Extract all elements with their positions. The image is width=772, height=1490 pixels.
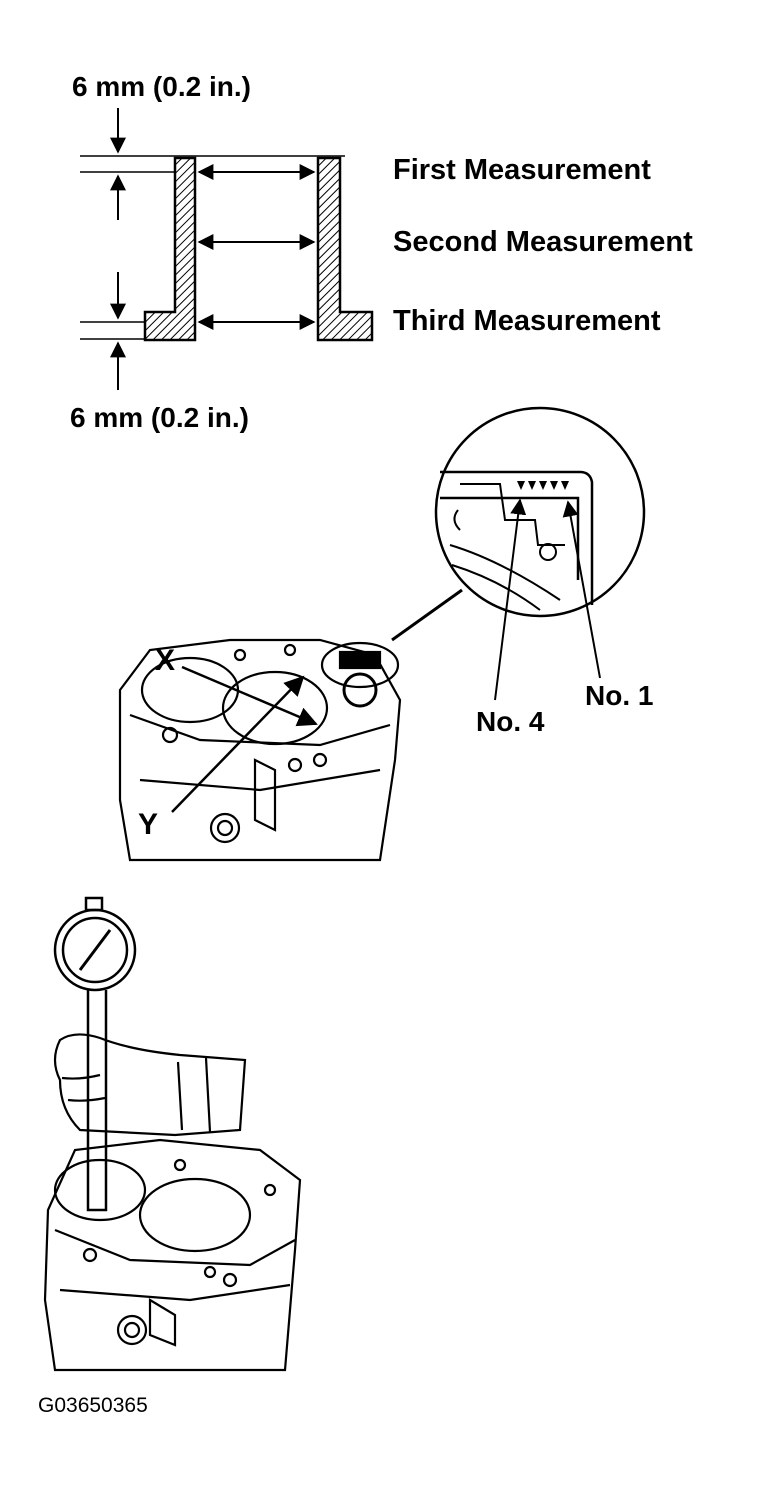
figure-code: G03650365: [38, 1394, 148, 1417]
third-measurement-label: Third Measurement: [393, 305, 661, 337]
hand: [53, 1033, 247, 1137]
top-offset-label: 6 mm (0.2 in.): [72, 71, 251, 102]
engine-block-bottom: [43, 1138, 302, 1372]
first-measurement-label: First Measurement: [393, 154, 651, 186]
axis-x-label: X: [155, 644, 176, 677]
axis-y-label: Y: [138, 808, 159, 841]
cylinder-cross-section: [80, 108, 374, 390]
bottom-offset-label: 6 mm (0.2 in.): [70, 402, 249, 433]
second-measurement-label: Second Measurement: [393, 226, 693, 258]
magnified-detail: [391, 406, 646, 642]
cylinder-marks: [517, 481, 569, 490]
left-wall-hatch: [143, 156, 197, 342]
no1-leader: [562, 500, 601, 679]
no1-label: No. 1: [585, 680, 654, 711]
no4-label: No. 4: [476, 706, 545, 737]
no4-leader: [494, 498, 527, 701]
axis-x-line: [181, 665, 318, 727]
axis-y-line: [171, 675, 305, 813]
engine-block-top: [118, 638, 402, 862]
right-wall-hatch: [316, 156, 374, 342]
